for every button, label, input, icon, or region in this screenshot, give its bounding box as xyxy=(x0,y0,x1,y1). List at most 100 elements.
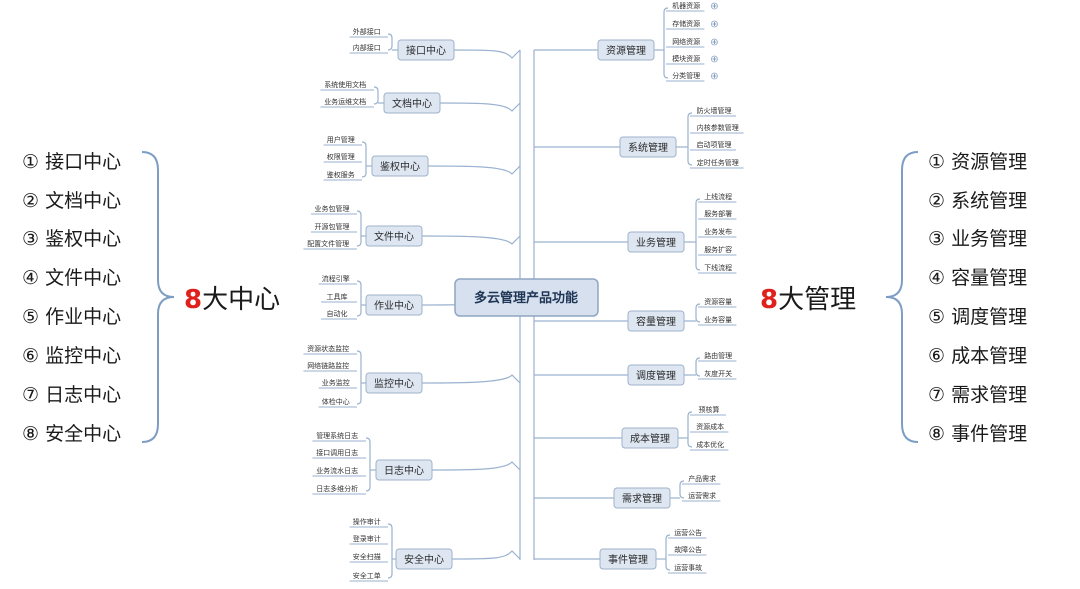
left-leaf[interactable]: 体检中心 xyxy=(318,397,357,408)
right-node-label: 容量管理 xyxy=(636,315,676,328)
left-leaf[interactable]: 业务流水日志 xyxy=(312,466,366,477)
left-leaf[interactable]: 接口调用日志 xyxy=(312,448,366,459)
left-leaf[interactable]: 系统使用文档 xyxy=(320,80,374,91)
right-leaf-label: 业务容量 xyxy=(704,315,732,324)
left-leaf[interactable]: 日志多维分析 xyxy=(312,484,366,495)
right-leaf[interactable]: 产品需求 xyxy=(682,474,721,485)
right-summary-brace xyxy=(885,151,919,443)
right-list-item: ① 资源管理 xyxy=(928,151,1027,173)
left-leaf[interactable]: 开源包管理 xyxy=(311,222,357,233)
left-leaf[interactable]: 鉴权服务 xyxy=(323,170,362,181)
expand-icon[interactable] xyxy=(711,38,718,46)
right-leaf[interactable]: 网络资源 xyxy=(666,37,718,48)
right-leaf[interactable]: 业务发布 xyxy=(698,227,737,238)
left-leaf[interactable]: 自动化 xyxy=(321,309,357,320)
left-leaf-label: 用户管理 xyxy=(327,135,355,144)
expand-icon[interactable] xyxy=(711,2,718,10)
left-leaf[interactable]: 管理系统日志 xyxy=(312,431,366,442)
left-leaf[interactable]: 业务包管理 xyxy=(311,204,357,215)
left-node-label: 安全中心 xyxy=(404,553,444,566)
left-leaf[interactable]: 流程引擎 xyxy=(318,274,357,285)
left-leaf[interactable]: 安全工单 xyxy=(349,571,388,582)
right-list-item: ③ 业务管理 xyxy=(928,228,1027,250)
left-leaf[interactable]: 登录审计 xyxy=(349,534,388,545)
left-leaf[interactable]: 网络链路监控 xyxy=(303,361,357,372)
right-leaf-label: 成本优化 xyxy=(696,440,724,449)
right-leaf[interactable]: 业务容量 xyxy=(698,315,737,326)
right-leaf[interactable]: 服务扩容 xyxy=(698,245,737,256)
right-leaf[interactable]: 上线流程 xyxy=(698,192,737,203)
right-leaf-label: 定时任务管理 xyxy=(697,158,739,167)
right-leaf[interactable]: 成本优化 xyxy=(690,440,729,451)
left-leaf-label: 外部接口 xyxy=(353,27,381,36)
right-leaf[interactable]: 运营公告 xyxy=(668,528,707,539)
left-leaf[interactable]: 安全扫描 xyxy=(349,552,388,563)
expand-icon[interactable] xyxy=(711,20,718,28)
right-leaf[interactable]: 存储资源 xyxy=(666,19,718,30)
left-node-label: 日志中心 xyxy=(384,464,424,477)
left-list-item: ⑦ 日志中心 xyxy=(22,384,121,406)
right-node-label: 资源管理 xyxy=(606,44,646,57)
left-leaf[interactable]: 业务监控 xyxy=(318,378,357,389)
center-node[interactable]: 多云管理产品功能 xyxy=(454,278,599,317)
left-leaf-label: 安全工单 xyxy=(353,571,381,580)
expand-icon[interactable] xyxy=(711,55,718,63)
left-leaf-label: 操作审计 xyxy=(353,517,381,526)
left-leaf[interactable]: 内部接口 xyxy=(349,43,388,54)
right-leaf[interactable]: 灰度开关 xyxy=(698,369,737,380)
right-leaf[interactable]: 启动项管理 xyxy=(690,140,736,151)
right-leaf[interactable]: 内核参数管理 xyxy=(690,123,744,134)
left-leaf-label: 安全扫描 xyxy=(353,552,381,561)
left-leaf[interactable]: 配置文件管理 xyxy=(303,239,357,250)
left-leaf[interactable]: 业务运维文档 xyxy=(320,97,374,108)
right-leaf-label: 存储资源 xyxy=(672,19,700,28)
right-leaf[interactable]: 下线流程 xyxy=(698,263,737,274)
left-leaf[interactable]: 权限管理 xyxy=(323,152,362,163)
right-leaf[interactable]: 防火墙管理 xyxy=(690,106,736,117)
right-leaf-label: 故障公告 xyxy=(674,545,702,554)
left-leaf[interactable]: 用户管理 xyxy=(323,135,362,146)
right-leaf-label: 下线流程 xyxy=(704,263,732,272)
left-leaf[interactable]: 资源状态监控 xyxy=(303,344,357,355)
left-leaf[interactable]: 外部接口 xyxy=(349,27,388,38)
left-list-item: ① 接口中心 xyxy=(22,151,121,173)
right-leaf-label: 业务发布 xyxy=(704,227,732,236)
left-leaf[interactable]: 操作审计 xyxy=(349,517,388,528)
right-leaf[interactable]: 分类管理 xyxy=(666,71,718,82)
right-leaf[interactable]: 机器资源 xyxy=(666,1,718,12)
expand-icon[interactable] xyxy=(711,72,718,80)
right-leaf[interactable]: 定时任务管理 xyxy=(690,158,744,169)
right-leaf[interactable]: 预核算 xyxy=(690,405,726,416)
right-leaf[interactable]: 路由管理 xyxy=(698,351,737,362)
left-leaf-label: 流程引擎 xyxy=(322,274,350,283)
right-leaf[interactable]: 模块资源 xyxy=(666,54,718,65)
right-leaf[interactable]: 运营事故 xyxy=(668,563,707,574)
left-leaf[interactable]: 工具库 xyxy=(321,292,357,303)
left-node-label: 文件中心 xyxy=(374,230,414,243)
right-leaf[interactable]: 资源成本 xyxy=(690,422,729,433)
right-leaf[interactable]: 故障公告 xyxy=(668,545,707,556)
right-node-label: 成本管理 xyxy=(630,432,670,445)
right-leaf[interactable]: 资源容量 xyxy=(698,297,737,308)
right-leaf[interactable]: 服务部署 xyxy=(698,209,737,220)
right-leaf-label: 上线流程 xyxy=(704,192,732,201)
left-node-label: 监控中心 xyxy=(374,377,414,390)
right-leaf[interactable]: 运营需求 xyxy=(682,491,721,502)
